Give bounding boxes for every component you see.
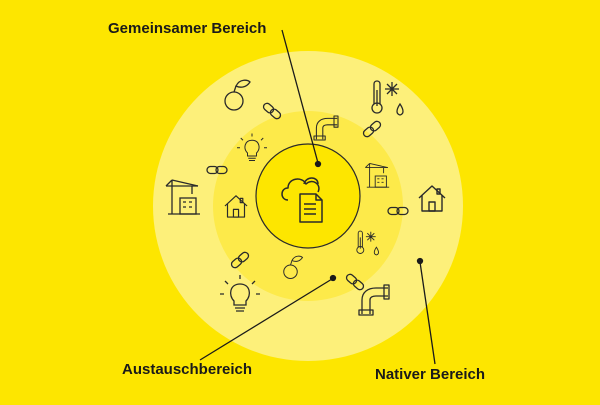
- common-area-label: Gemeinsamer Bereich: [108, 20, 267, 37]
- exchange-area-label: Austauschbereich: [122, 361, 253, 378]
- exchange-area-pointer: [199, 278, 333, 361]
- native-area-pointer-dot: [416, 257, 424, 265]
- common-area-pointer: [281, 29, 319, 164]
- common-area-pointer-dot: [314, 160, 322, 168]
- native-area-label: Nativer Bereich: [375, 366, 486, 383]
- exchange-area-pointer-dot: [329, 274, 337, 282]
- native-area-pointer: [419, 261, 436, 365]
